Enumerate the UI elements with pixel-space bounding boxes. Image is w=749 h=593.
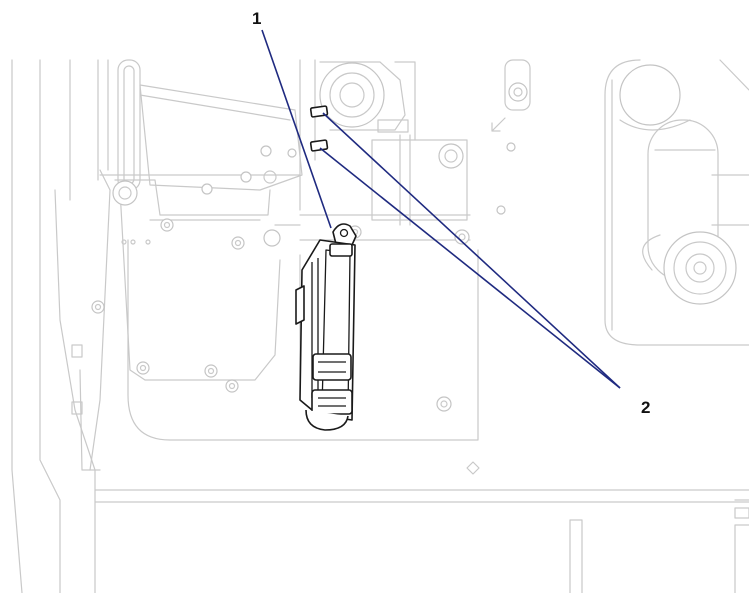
printer-frame-lineart: [11, 59, 749, 593]
callout-1-leader: [261, 29, 332, 229]
callout-2-leader-bottom: [319, 147, 621, 389]
callout-2-leader-top: [322, 112, 621, 389]
callout-2-label: 2: [641, 398, 650, 417]
sensor-tabs: [309, 105, 329, 152]
callout-lines: [261, 29, 621, 389]
callout-1-label: 1: [252, 9, 261, 28]
printhead-assembly: [295, 223, 357, 431]
